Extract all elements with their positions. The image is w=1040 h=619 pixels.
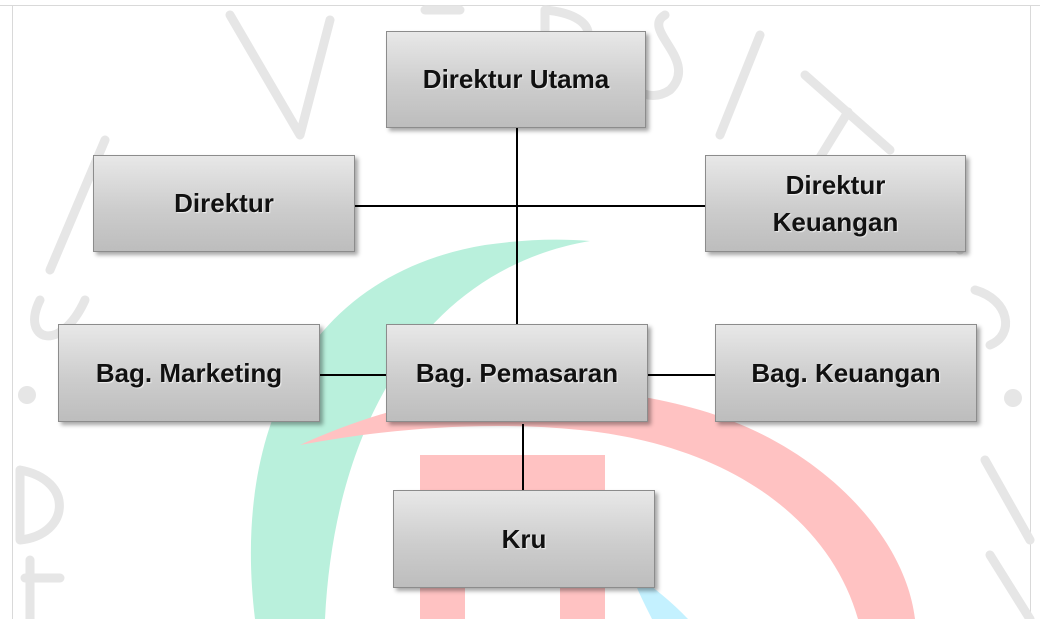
watermark-dot-right [1004,389,1022,407]
frame-top-line [0,5,1040,6]
frame-left-line [12,5,13,619]
node-direktur-keuangan-line2: Keuangan [772,206,899,237]
node-kru-label: Kru [501,523,547,554]
node-direktur-utama: Direktur Utama [386,31,646,128]
watermark-teal-crescent [250,239,590,619]
node-bag-marketing-label: Bag. Marketing [95,357,283,388]
watermark-red-crescent [300,388,915,619]
node-bag-pemasaran-label: Bag. Pemasaran [415,357,619,388]
watermark-dot-left [18,386,36,404]
connector-pemasaran-to-keuangan [648,374,715,376]
node-direktur-keuangan-line1: Direktur [785,170,886,201]
frame-right-line [1030,5,1031,619]
connector-pemasaran-to-kru [522,424,524,490]
node-bag-keuangan-label: Bag. Keuangan [751,357,941,388]
node-direktur-keuangan: Direktur Keuangan [705,155,966,252]
node-bag-pemasaran: Bag. Pemasaran [386,324,648,422]
node-bag-marketing: Bag. Marketing [58,324,320,422]
node-bag-keuangan: Bag. Keuangan [715,324,977,422]
connector-marketing-to-pemasaran [320,374,386,376]
node-direktur: Direktur [93,155,355,252]
node-direktur-label: Direktur [174,188,274,219]
connector-utama-to-pemasaran [516,128,518,324]
node-direktur-utama-label: Direktur Utama [422,64,610,95]
connector-direktur-to-keuangan [355,205,705,207]
node-kru: Kru [393,490,655,588]
